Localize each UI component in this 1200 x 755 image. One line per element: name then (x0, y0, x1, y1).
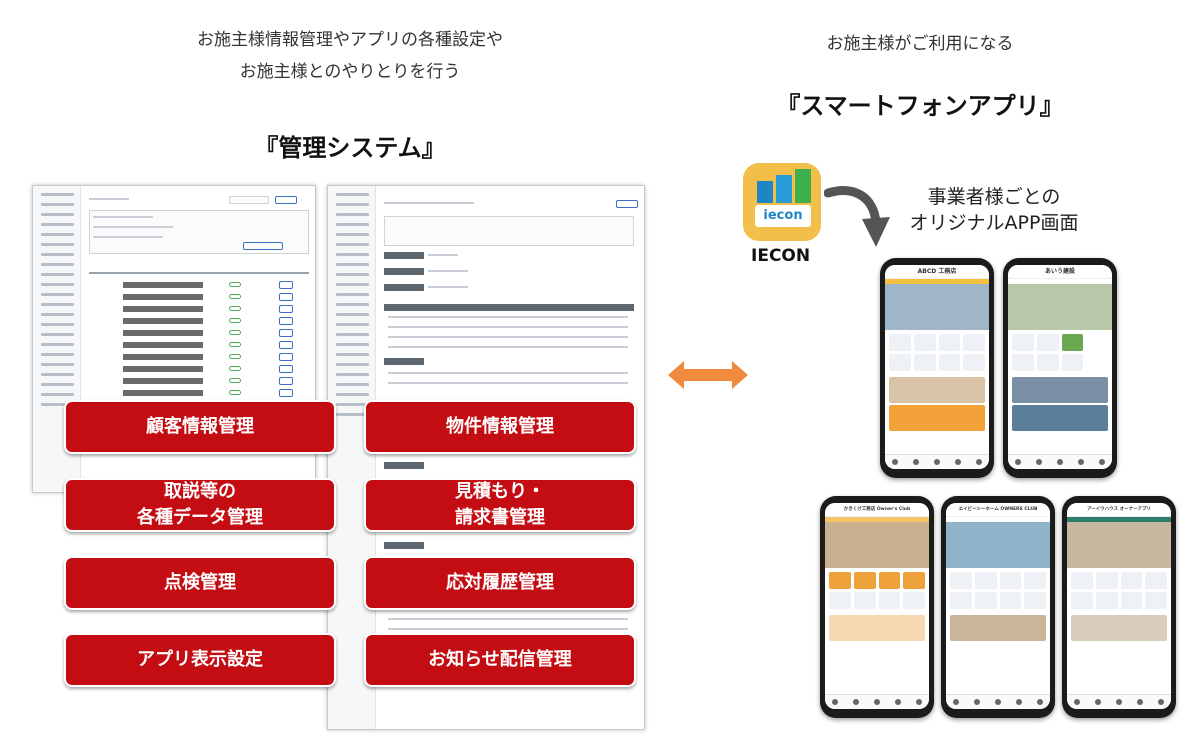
feature-response-history: 応対履歴管理 (364, 556, 636, 610)
feature-label: 応対履歴管理 (446, 572, 554, 593)
admin-caption-line1: お施主様情報管理やアプリの各種設定や (197, 30, 503, 50)
phone-nav (825, 694, 929, 709)
feature-label: 顧客情報管理 (146, 416, 254, 437)
phone-nav (885, 454, 989, 469)
double-arrow-icon (668, 361, 748, 389)
feature-app-display-settings: アプリ表示設定 (64, 633, 336, 687)
phone-header: あいう建設 (1008, 265, 1112, 279)
feature-label-line2: 各種データ管理 (137, 507, 263, 528)
feature-label: アプリ表示設定 (137, 649, 263, 670)
phone-kakikuke: かきくけ工務店 Owner's Club (820, 496, 934, 718)
app-subtitle-line2: オリジナルAPP画面 (909, 212, 1079, 234)
iecon-app-name: IECON (751, 246, 811, 266)
phone-header: アーイウハウス オーナーアプリ (1067, 503, 1171, 517)
phone-abc-home: エイビーシーホーム OWNERS CLUB (941, 496, 1055, 718)
phone-header: ABCD 工務店 (885, 265, 989, 279)
feature-property-info: 物件情報管理 (364, 400, 636, 454)
feature-label-line1: 見積もり・ (455, 481, 545, 502)
feature-label: 物件情報管理 (446, 416, 554, 437)
admin-caption: お施主様情報管理やアプリの各種設定や お施主様とのやりとりを行う (130, 24, 570, 88)
app-title: 『スマートフォンアプリ』 (776, 92, 1064, 120)
phone-nav (1008, 454, 1112, 469)
feature-label: お知らせ配信管理 (428, 649, 572, 670)
iecon-logo-text: iecon (755, 205, 811, 227)
feature-customer-info: 顧客情報管理 (64, 400, 336, 454)
feature-document-data: 取説等の 各種データ管理 (64, 478, 336, 532)
feature-label-line1: 取説等の (164, 481, 236, 502)
feature-notification-delivery: お知らせ配信管理 (364, 633, 636, 687)
iecon-app-icon: iecon (743, 163, 821, 241)
feature-estimate-invoice: 見積もり・ 請求書管理 (364, 478, 636, 532)
phone-header: エイビーシーホーム OWNERS CLUB (946, 503, 1050, 517)
curved-arrow-icon (824, 186, 890, 247)
admin-title: 『管理システム』 (254, 134, 446, 162)
app-subtitle-line1: 事業者様ごとの (927, 186, 1061, 208)
admin-sidebar (33, 186, 81, 492)
app-caption: お施主様がご利用になる (826, 34, 1014, 54)
phone-nav (946, 694, 1050, 709)
phone-aiu: あいう建設 (1003, 258, 1117, 478)
feature-label: 点検管理 (164, 572, 236, 593)
phone-nav (1067, 694, 1171, 709)
admin-caption-line2: お施主様とのやりとりを行う (239, 62, 461, 82)
phone-aaiu-house: アーイウハウス オーナーアプリ (1062, 496, 1176, 718)
phone-header: かきくけ工務店 Owner's Club (825, 503, 929, 517)
feature-inspection: 点検管理 (64, 556, 336, 610)
feature-label-line2: 請求書管理 (455, 507, 545, 528)
phone-abcd: ABCD 工務店 (880, 258, 994, 478)
app-subtitle: 事業者様ごとの オリジナルAPP画面 (884, 184, 1104, 236)
